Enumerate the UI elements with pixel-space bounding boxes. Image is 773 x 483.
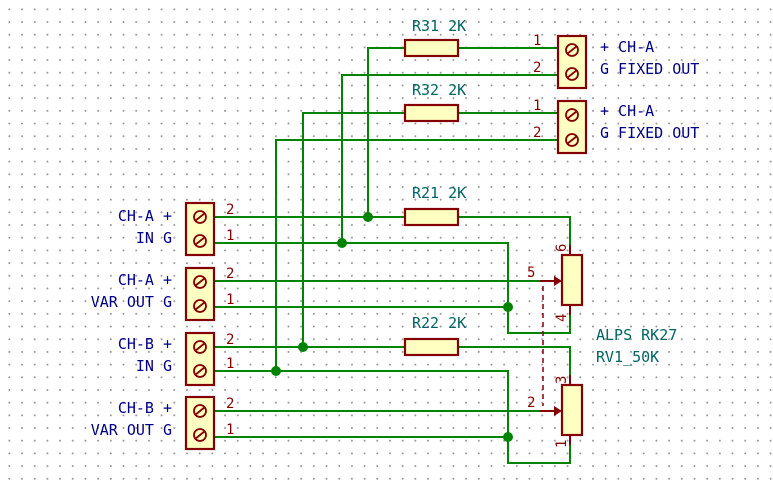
fixed-out-connector-second[interactable]: 1 2 + CH-A G FIXED OUT <box>533 98 699 155</box>
connector-pin-2: 2 <box>226 332 234 348</box>
connector-label: IN G <box>136 357 172 375</box>
connector-label: CH-B + <box>118 335 172 353</box>
ch-b-in-connector[interactable]: 2 1 CH-B + IN G <box>118 331 235 387</box>
pot-pin-4: 4 <box>554 314 570 322</box>
connector-label: CH-A + <box>118 271 172 289</box>
junction-dot <box>298 342 308 352</box>
connector-pin-1: 1 <box>226 356 234 372</box>
pot-label-model: ALPS RK27 <box>596 326 677 344</box>
pot-pin-6: 6 <box>554 244 570 252</box>
resistor-r31[interactable]: R31 2K <box>403 17 466 58</box>
resistor-label: R22 2K <box>412 314 466 332</box>
pot-pin-2: 2 <box>527 395 535 411</box>
junction-dot <box>271 366 281 376</box>
junction-dot <box>337 238 347 248</box>
potentiometer-rv1[interactable]: 6 5 4 3 2 1 ALPS RK27 RV1_50K <box>527 244 677 448</box>
resistor-label: R32 2K <box>412 81 466 99</box>
connector-pin-2: 2 <box>226 266 234 282</box>
pot-pin-1: 1 <box>554 440 570 448</box>
pot-label-value: RV1_50K <box>596 348 659 366</box>
connector-label: VAR OUT G <box>91 421 172 439</box>
connector-pin-2: 2 <box>226 202 234 218</box>
wires <box>212 47 571 464</box>
junction-dot <box>503 302 513 312</box>
ch-b-var-out-connector[interactable]: 2 1 CH-B + VAR OUT G <box>91 395 235 451</box>
connector-pin-1: 1 <box>226 422 234 438</box>
connector-label: + CH-A <box>600 38 654 56</box>
connector-pin-2: 2 <box>533 125 541 141</box>
connector-label: G FIXED OUT <box>600 124 699 142</box>
connector-pin-1: 1 <box>226 292 234 308</box>
junction-dot <box>503 432 513 442</box>
ch-a-in-connector[interactable]: 2 1 CH-A + IN G <box>118 201 235 257</box>
pot-pin-5: 5 <box>527 265 535 281</box>
connector-label: CH-A + <box>118 207 172 225</box>
resistor-r22[interactable]: R22 2K <box>403 314 466 357</box>
connector-label: IN G <box>136 229 172 247</box>
connector-pin-1: 1 <box>533 33 541 49</box>
connector-pin-2: 2 <box>533 60 541 76</box>
resistor-label: R31 2K <box>412 17 466 35</box>
resistor-label: R21 2K <box>412 184 466 202</box>
connector-pin-2: 2 <box>226 396 234 412</box>
connector-pin-1: 1 <box>533 98 541 114</box>
fixed-out-connector-top[interactable]: 1 2 + CH-A G FIXED OUT <box>533 33 699 90</box>
connector-label: + CH-A <box>600 102 654 120</box>
ch-a-var-out-connector[interactable]: 2 1 CH-A + VAR OUT G <box>91 266 235 322</box>
resistor-r21[interactable]: R21 2K <box>403 184 466 227</box>
resistor-r32[interactable]: R32 2K <box>403 81 466 123</box>
connector-pin-1: 1 <box>226 228 234 244</box>
connector-label: VAR OUT G <box>91 293 172 311</box>
junctions <box>271 212 513 442</box>
connector-label: G FIXED OUT <box>600 60 699 78</box>
connector-label: CH-B + <box>118 399 172 417</box>
pot-pin-3: 3 <box>554 376 570 384</box>
junction-dot <box>363 212 373 222</box>
